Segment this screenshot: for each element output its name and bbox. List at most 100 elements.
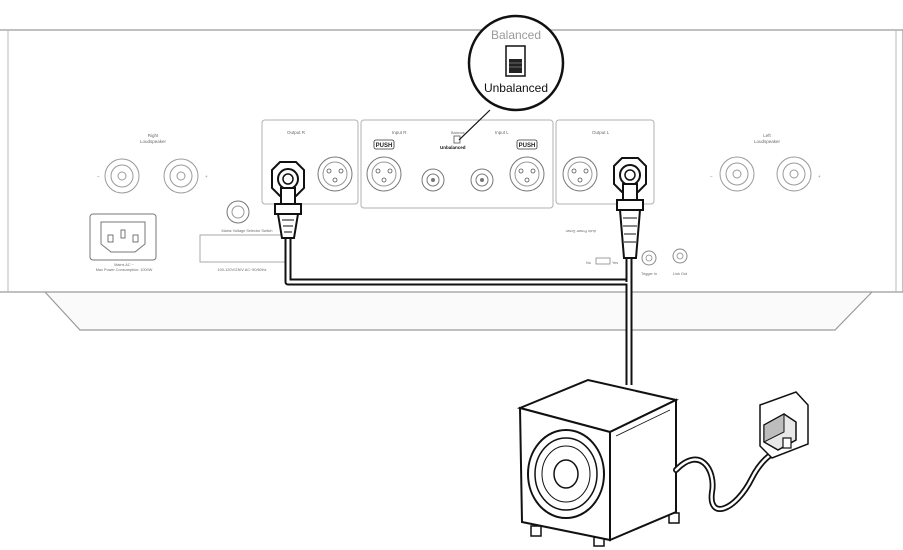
plug-tip	[282, 173, 294, 185]
output-l-label: Output L	[592, 130, 610, 135]
xlr-pin	[583, 168, 589, 174]
max-power-label: Max Power Consumption: 1000W	[96, 268, 153, 272]
input-r-xlr	[366, 156, 402, 192]
push-tab-r	[373, 139, 395, 150]
subwoofer-side	[609, 398, 677, 542]
terminal-core	[117, 171, 127, 181]
iec-pin	[132, 234, 139, 243]
plug-tip	[624, 169, 636, 181]
jack-core	[645, 254, 653, 262]
callout-switch-lever	[509, 59, 522, 73]
input-l-rca	[470, 168, 494, 192]
voltage-range-label: 100-120V/230V AC~50/60Hz	[218, 268, 267, 272]
rca-inner	[475, 173, 489, 187]
terminal-core	[732, 169, 742, 179]
terminal-core	[176, 171, 186, 181]
rca-pin	[431, 178, 435, 182]
xlr-pin	[338, 168, 344, 174]
auto-power-switch	[595, 257, 611, 265]
subwoofer-foot	[530, 525, 542, 537]
xlr-pin	[530, 168, 536, 174]
iec-inlet-frame	[89, 213, 157, 261]
subwoofer-cable	[284, 236, 633, 385]
plug-neck	[622, 183, 638, 201]
speaker-terminal-positive	[163, 158, 199, 194]
subwoofer-dust-cap	[553, 459, 579, 489]
plug-strain-relief	[782, 437, 792, 449]
callout-unbalanced-label: Unbalanced	[484, 81, 548, 95]
negative-sign-icon: −	[97, 174, 100, 179]
input-l-label: Input L	[495, 130, 509, 135]
amplifier-rear-panel	[0, 29, 903, 331]
input-r-rca	[421, 168, 445, 192]
callout-leader	[458, 109, 491, 141]
callout-balanced-label: Balanced	[491, 28, 541, 42]
plug-neck	[280, 187, 296, 205]
input-box	[360, 119, 554, 209]
subwoofer	[516, 378, 680, 547]
plug-grip	[616, 199, 644, 211]
push-label-r: PUSH	[376, 143, 393, 149]
xlr-pin	[375, 168, 381, 174]
unbalanced-small-label: Unbalanced	[440, 145, 466, 150]
push-label-l: PUSH	[519, 143, 536, 149]
xlr-pin	[571, 168, 577, 174]
mains-inlet: Mains AC ~ Max Power Consumption: 1000W	[89, 213, 157, 272]
balance-label: Balance	[451, 131, 465, 135]
amplifier-base	[44, 291, 873, 331]
negative-sign-icon: −	[710, 174, 713, 179]
xlr-pin	[524, 177, 530, 183]
input-r-label: Input R	[392, 130, 407, 135]
output-l-xlr	[562, 156, 598, 192]
terminal-ring	[169, 164, 193, 188]
cone-ring	[541, 445, 591, 503]
rca-plug-right	[271, 161, 305, 239]
iec-pin	[120, 229, 126, 239]
rca-plug-left	[613, 157, 647, 259]
xlr-pin	[326, 168, 332, 174]
xlr-inner	[371, 161, 397, 187]
terminal-ring	[782, 162, 806, 186]
jack-core	[676, 252, 684, 260]
xlr-pin	[387, 168, 393, 174]
positive-sign-icon: +	[205, 174, 208, 179]
terminal-ring	[110, 164, 134, 188]
xlr-inner	[514, 161, 540, 187]
mains-label: Mains AC ~	[114, 263, 134, 267]
speaker-terminal-positive	[776, 156, 812, 192]
io-section: Output R Input R Balance Input L Output …	[261, 119, 655, 209]
balance-switch-callout: Balanced Unbalanced	[458, 14, 565, 141]
output-r-box	[261, 119, 359, 205]
voltage-selector-label: Mains Voltage Selector Switch	[221, 229, 272, 233]
switch-no-label: No	[586, 261, 591, 265]
panel-outline	[0, 29, 903, 293]
auto-power-down-label: Auto Power Down	[566, 229, 596, 233]
rca-pin	[480, 178, 484, 182]
input-l-xlr	[509, 156, 545, 192]
xlr-pin	[518, 168, 524, 174]
fuse-cap	[231, 205, 245, 219]
xlr-pin	[577, 177, 583, 183]
speaker-terminal-negative	[719, 156, 755, 192]
xlr-pin	[332, 177, 338, 183]
speaker-terminal-negative	[104, 158, 140, 194]
terminal-ring	[725, 162, 749, 186]
xlr-inner	[567, 161, 593, 187]
xlr-pin	[381, 177, 387, 183]
auto-power-controls: Auto Power Down No Yes Trigger In Link O…	[566, 229, 688, 276]
output-l-box	[555, 119, 655, 205]
link-out-label: Link Out	[673, 272, 688, 276]
edge-highlight	[615, 409, 671, 437]
terminal-core	[789, 169, 799, 179]
positive-sign-icon: +	[818, 174, 821, 179]
link-out-jack	[672, 248, 688, 264]
trigger-in-jack	[641, 250, 657, 266]
iec-pin	[107, 234, 114, 243]
power-cord	[673, 391, 809, 512]
switch-yes-label: Yes	[612, 261, 618, 265]
